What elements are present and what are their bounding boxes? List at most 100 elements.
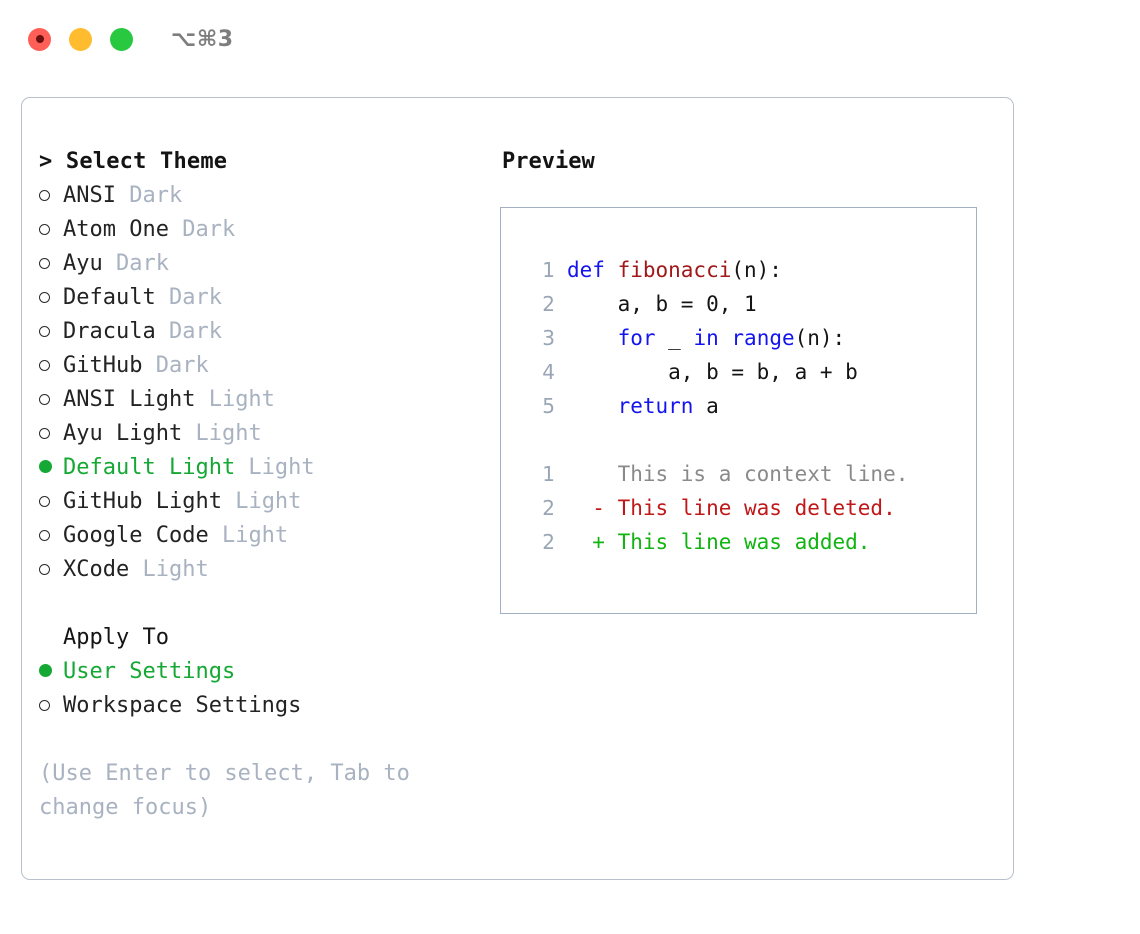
radio-unselected-icon bbox=[39, 292, 63, 303]
theme-variant-badge: Dark bbox=[155, 285, 222, 310]
line-number: 2 bbox=[542, 530, 555, 554]
theme-variant-badge: Dark bbox=[102, 251, 169, 276]
theme-option-label: ANSI bbox=[63, 183, 116, 208]
theme-option-label: Dracula bbox=[63, 319, 156, 344]
code-token-plain: a, b = 0, 1 bbox=[617, 292, 757, 316]
radio-unselected-icon bbox=[39, 394, 63, 405]
radio-unselected-icon bbox=[39, 190, 63, 201]
code-token-fn: fibonacci bbox=[617, 258, 732, 282]
theme-option[interactable]: Ayu Light Light bbox=[39, 417, 492, 451]
titlebar: ⌥⌘3 bbox=[0, 0, 1140, 78]
theme-option[interactable]: ANSI Dark bbox=[39, 179, 492, 213]
radio-unselected-icon bbox=[39, 428, 63, 439]
close-button-icon[interactable] bbox=[28, 27, 51, 51]
code-line: 5 return a bbox=[521, 389, 976, 423]
radio-selected-icon bbox=[39, 460, 63, 473]
theme-variant-badge: Light bbox=[235, 455, 315, 480]
code-line: 3 for _ in range(n): bbox=[521, 321, 976, 355]
radio-unselected-icon bbox=[39, 360, 63, 371]
theme-variant-badge: Light bbox=[208, 523, 289, 548]
line-number: 2 bbox=[542, 496, 555, 520]
theme-option[interactable]: Dracula Dark bbox=[39, 315, 492, 349]
radio-selected-icon bbox=[39, 664, 63, 677]
diff-text-ctx: This is a context line. bbox=[567, 462, 909, 486]
theme-option[interactable]: Default Light Light bbox=[39, 451, 492, 485]
theme-variant-badge: Light bbox=[195, 387, 275, 412]
theme-option[interactable]: Atom One Dark bbox=[39, 213, 492, 247]
line-number: 2 bbox=[542, 292, 555, 316]
theme-option[interactable]: GitHub Light Light bbox=[39, 485, 492, 519]
radio-unselected-icon bbox=[39, 326, 63, 337]
theme-variant-badge: Light bbox=[182, 421, 262, 446]
window-controls bbox=[28, 27, 133, 51]
theme-option[interactable]: Ayu Dark bbox=[39, 247, 492, 281]
diff-line: 2 + This line was added. bbox=[521, 525, 976, 559]
radio-unselected-icon bbox=[39, 530, 63, 541]
theme-option-label: Default bbox=[63, 285, 156, 310]
radio-unselected-icon bbox=[39, 258, 63, 269]
code-token-kw: return bbox=[617, 394, 694, 418]
keyboard-shortcut-label: ⌥⌘3 bbox=[171, 26, 234, 52]
theme-option-label: ANSI Light bbox=[63, 387, 196, 412]
theme-option-label: GitHub Light bbox=[63, 489, 222, 514]
diff-text-del: - This line was deleted. bbox=[567, 496, 896, 520]
spacer bbox=[39, 587, 492, 621]
diff-line: 1 This is a context line. bbox=[521, 457, 976, 491]
minimize-button-icon[interactable] bbox=[69, 27, 92, 51]
theme-option-label: Atom One bbox=[63, 217, 169, 242]
code-token-kw: def bbox=[567, 258, 618, 282]
apply-to-option-label: Workspace Settings bbox=[63, 693, 302, 718]
line-number: 1 bbox=[542, 258, 555, 282]
theme-variant-badge: Dark bbox=[142, 353, 209, 378]
maximize-button-icon[interactable] bbox=[110, 27, 133, 51]
code-token-kw: in bbox=[693, 326, 719, 350]
theme-option-label: XCode bbox=[63, 557, 130, 582]
theme-option[interactable]: GitHub Dark bbox=[39, 349, 492, 383]
line-number: 3 bbox=[542, 326, 555, 350]
theme-option[interactable]: XCode Light bbox=[39, 553, 492, 587]
code-text: for _ in range(n): bbox=[555, 321, 846, 355]
code-text: return a bbox=[555, 389, 719, 423]
theme-variant-badge: Light bbox=[221, 489, 302, 514]
code-diff-separator bbox=[521, 423, 976, 457]
code-token-plain: (n): bbox=[794, 326, 846, 350]
theme-option-label: Ayu Light bbox=[63, 421, 183, 446]
code-token-plain bbox=[719, 326, 732, 350]
diff-sample: 1 This is a context line. 2 - This line w… bbox=[521, 457, 976, 559]
code-token-kw: range bbox=[731, 326, 795, 350]
code-text: a, b = 0, 1 bbox=[555, 287, 757, 321]
select-theme-header: > Select Theme bbox=[39, 149, 228, 174]
code-token-plain: a bbox=[693, 394, 719, 418]
apply-to-option[interactable]: User Settings bbox=[39, 655, 492, 689]
apply-to-header: Apply To bbox=[63, 625, 169, 650]
code-token-plain: _ bbox=[655, 326, 694, 350]
theme-option-label: GitHub bbox=[63, 353, 143, 378]
radio-unselected-icon bbox=[39, 496, 63, 507]
preview-title: Preview bbox=[502, 149, 595, 174]
radio-unselected-icon bbox=[39, 564, 63, 575]
theme-option[interactable]: Google Code Light bbox=[39, 519, 492, 553]
code-text: a, b = b, a + b bbox=[555, 355, 858, 389]
theme-variant-badge: Dark bbox=[115, 183, 183, 208]
theme-variant-badge: Light bbox=[129, 557, 209, 582]
theme-option[interactable]: Default Dark bbox=[39, 281, 492, 315]
theme-option[interactable]: ANSI Light Light bbox=[39, 383, 492, 417]
apply-to-option-label: User Settings bbox=[63, 659, 236, 684]
code-token-plain: (n): bbox=[731, 258, 782, 282]
keyboard-hint-text: (Use Enter to select, Tab to change focu… bbox=[39, 761, 424, 820]
line-number: 5 bbox=[542, 394, 555, 418]
code-line: 4 a, b = b, a + b bbox=[521, 355, 976, 389]
radio-unselected-icon bbox=[39, 224, 63, 235]
close-dot bbox=[35, 35, 44, 43]
theme-option-label: Google Code bbox=[63, 523, 209, 548]
apply-to-option[interactable]: Workspace Settings bbox=[39, 689, 492, 723]
diff-text-add: + This line was added. bbox=[567, 530, 871, 554]
